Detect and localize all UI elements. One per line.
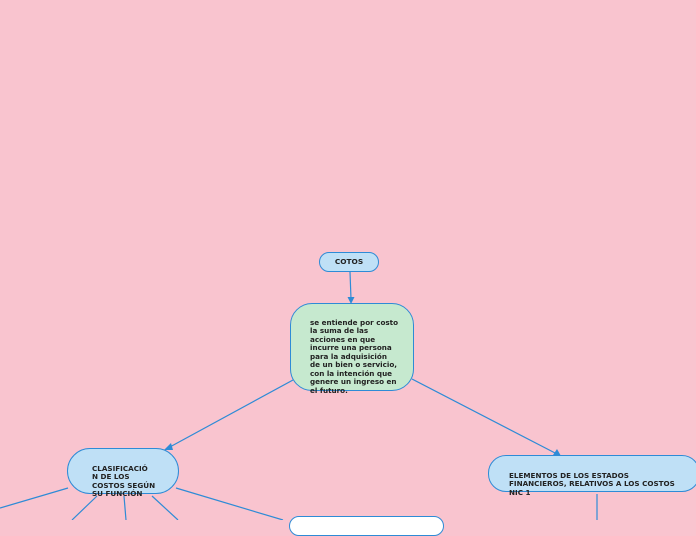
partial-child-node[interactable]: [289, 516, 444, 536]
connector-definition-classification: [167, 379, 294, 449]
connector-classification-child-5: [175, 487, 284, 520]
definition-text: se entiende por costo la suma de las acc…: [310, 317, 399, 395]
definition-node[interactable]: se entiende por costo la suma de las acc…: [290, 303, 414, 394]
root-topic-text: COTOS: [334, 256, 364, 266]
elements-text: ELEMENTOS DE LOS ESTADOS FINANCIEROS, RE…: [509, 470, 675, 497]
arrowhead-definition: [347, 297, 355, 304]
arrowhead-elements: [553, 449, 561, 456]
connector-root-definition: [349, 271, 352, 300]
connector-classification-child-1: [0, 487, 69, 509]
elements-node[interactable]: ELEMENTOS DE LOS ESTADOS FINANCIEROS, RE…: [488, 455, 696, 496]
connectors-layer: [0, 271, 598, 520]
connector-classification-child-3: [123, 495, 127, 520]
connector-definition-elements: [411, 378, 558, 455]
classification-node[interactable]: CLASIFICACIÓ N DE LOS COSTOS SEGÚN SU FU…: [67, 448, 179, 498]
arrowhead-classification: [164, 443, 173, 450]
connector-classification-child-2: [71, 495, 98, 520]
root-topic-node[interactable]: COTOS: [319, 252, 379, 272]
classification-text: CLASIFICACIÓ N DE LOS COSTOS SEGÚN SU FU…: [92, 463, 156, 498]
connector-classification-child-4: [151, 495, 179, 520]
